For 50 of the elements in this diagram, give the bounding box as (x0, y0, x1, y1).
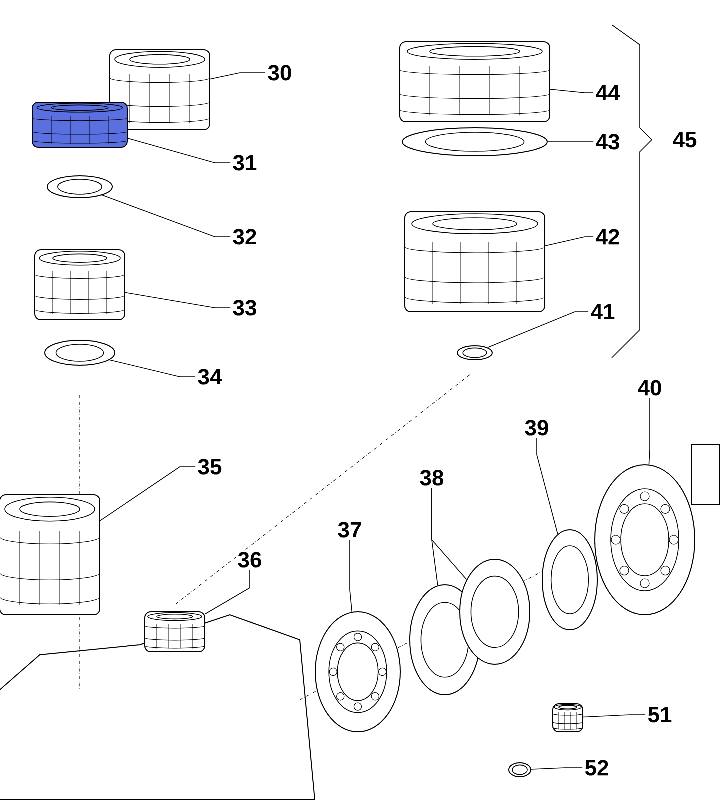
callout-number: 52 (585, 760, 608, 776)
valve-cap-drawing (400, 42, 550, 122)
leader-line (648, 398, 650, 466)
callout-number: 31 (233, 155, 257, 171)
manifold-drawing (0, 494, 100, 616)
callout-number: 42 (596, 229, 620, 245)
callout-number: 51 (648, 707, 672, 723)
drain-plug-drawing (552, 704, 584, 732)
seal-ring-drawing (460, 559, 530, 665)
callout-number: 41 (591, 304, 615, 320)
callout-number: 33 (233, 300, 256, 316)
valve-cup-drawing (404, 212, 546, 312)
callout-number: 35 (198, 459, 222, 475)
leader-line (550, 89, 594, 94)
leader-line (100, 466, 196, 522)
ball-bearing-drawing (315, 612, 401, 732)
callout-number: 43 (596, 134, 620, 150)
callout-number: 36 (238, 552, 262, 568)
o-ring-drawing (44, 340, 116, 366)
threaded-adapter-drawing (34, 250, 126, 320)
leader-line (210, 72, 266, 80)
callout-number: 30 (268, 65, 292, 81)
leader-line (109, 360, 196, 378)
elbow-fitting-drawing (110, 50, 210, 130)
callout-number: 39 (525, 420, 548, 436)
callout-number: 37 (338, 522, 362, 538)
leader-line (125, 292, 231, 308)
o-ring-drawing (402, 128, 548, 156)
circlip-drawing (542, 530, 598, 630)
leader-line (205, 570, 250, 615)
callout-number: 34 (198, 369, 222, 385)
leader-line (350, 540, 353, 612)
callout-number: 40 (638, 380, 662, 396)
leader-line (545, 236, 594, 246)
o-ring-drawing (47, 176, 113, 198)
inlet-port-drawing (144, 612, 206, 652)
callout-number: 38 (420, 470, 444, 486)
leader-line (583, 714, 646, 718)
leader-line (102, 194, 231, 238)
leader-line (432, 488, 468, 580)
callout-number: 32 (233, 229, 256, 245)
leader-line (487, 312, 589, 348)
leader-line (536, 438, 558, 535)
callout-number: 45 (673, 132, 697, 148)
o-ring-drawing (457, 346, 493, 360)
leader-line (531, 768, 583, 770)
o-ring-drawing (508, 762, 532, 778)
callout-number: 44 (596, 85, 620, 101)
leader-line (128, 138, 231, 164)
union-nut-drawing (32, 102, 128, 148)
